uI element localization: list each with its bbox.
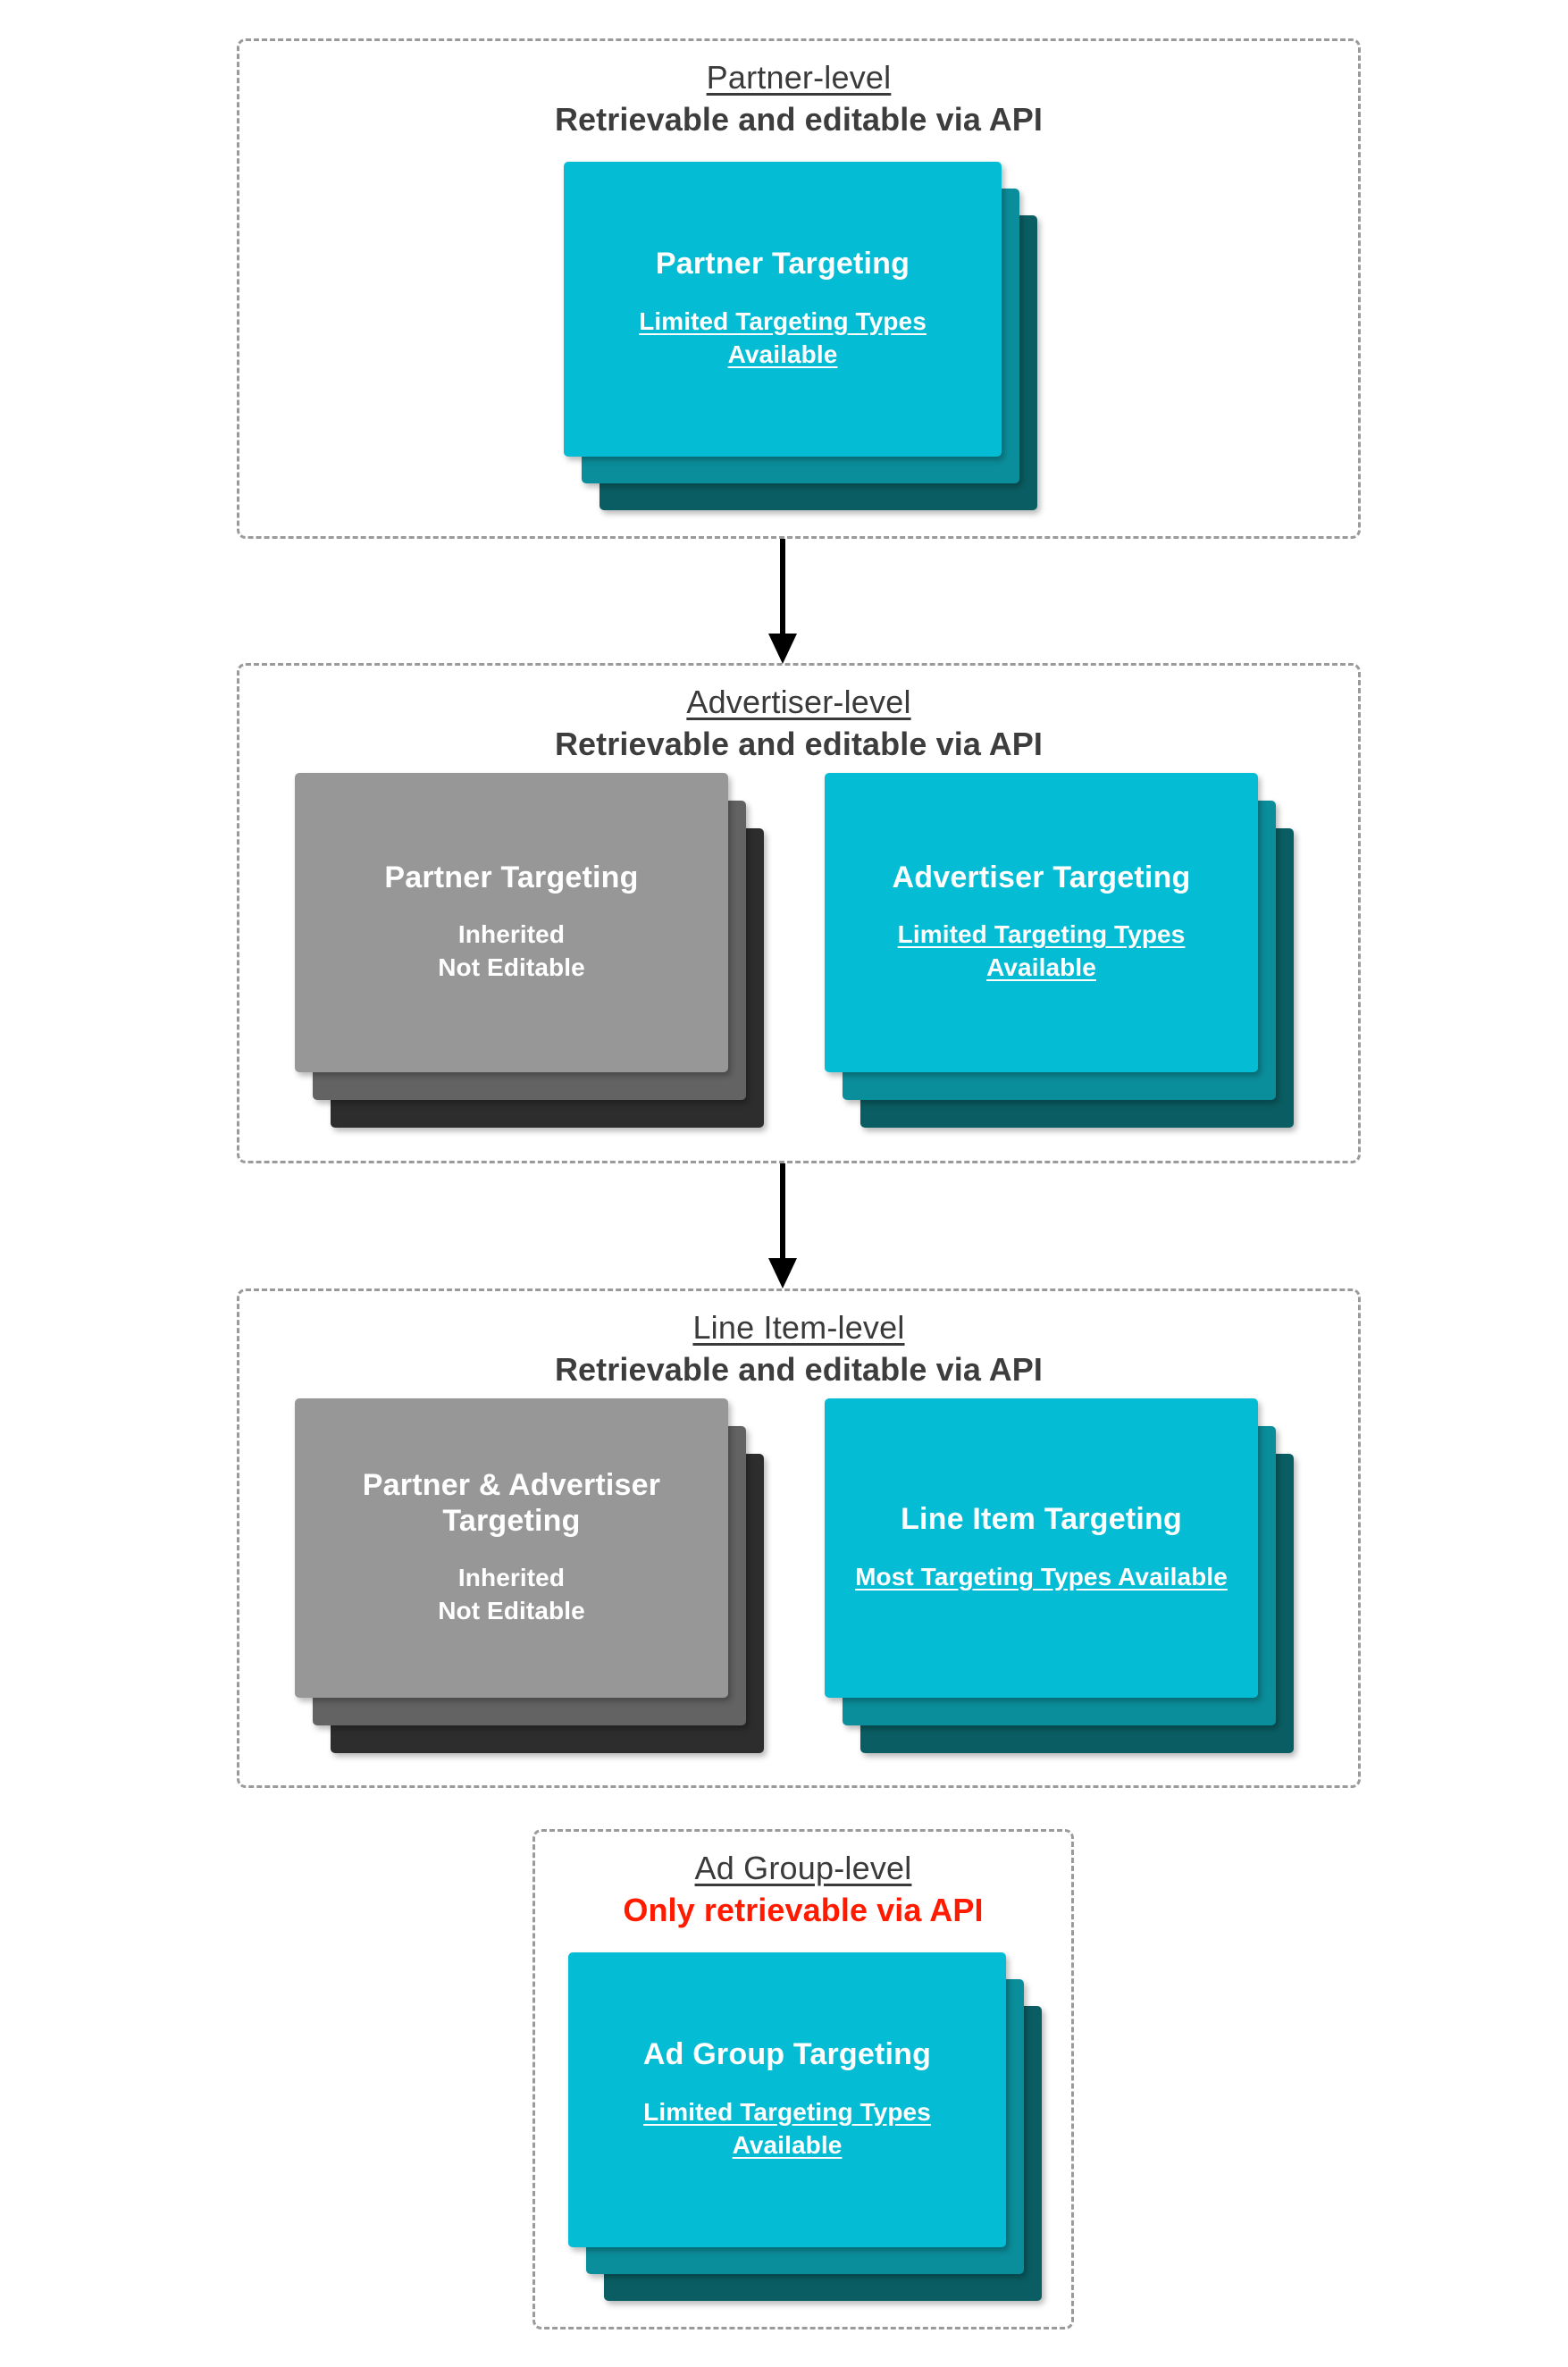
- card-stack-inherited-partner-targeting: Partner Targeting Inherited Not Editable: [295, 773, 768, 1130]
- arrow-partner-to-advertiser: [765, 539, 801, 664]
- card-note: Limited Targeting Types Available: [643, 2097, 931, 2159]
- card-title: Ad Group Targeting: [642, 2037, 932, 2072]
- arrow-advertiser-to-line-item: [765, 1163, 801, 1288]
- card-ad-group-targeting[interactable]: Ad Group Targeting Limited Targeting Typ…: [568, 1952, 1006, 2247]
- level-heading-line-item: Line Item-level Retrievable and editable…: [239, 1309, 1358, 1389]
- level-title: Advertiser-level: [686, 684, 911, 720]
- level-container-ad-group: Ad Group-level Only retrievable via API …: [532, 1829, 1074, 2329]
- card-stack-line-item-targeting: Line Item Targeting Most Targeting Types…: [825, 1398, 1298, 1756]
- card-note: Most Targeting Types Available: [855, 1562, 1228, 1591]
- card-stack-advertiser-targeting: Advertiser Targeting Limited Targeting T…: [825, 773, 1298, 1130]
- card-title: Partner Targeting: [384, 860, 639, 894]
- level-heading-advertiser: Advertiser-level Retrievable and editabl…: [239, 684, 1358, 764]
- level-subtitle: Retrievable and editable via API: [554, 101, 1044, 138]
- card-partner-targeting[interactable]: Partner Targeting Limited Targeting Type…: [564, 162, 1002, 457]
- card-inherited-partner-targeting[interactable]: Partner Targeting Inherited Not Editable: [295, 773, 728, 1072]
- level-subtitle: Retrievable and editable via API: [554, 1351, 1044, 1389]
- level-container-line-item: Line Item-level Retrievable and editable…: [237, 1288, 1361, 1788]
- card-inherited-partner-advertiser-targeting[interactable]: Partner & Advertiser Targeting Inherited…: [295, 1398, 728, 1698]
- level-title: Partner-level: [706, 59, 892, 96]
- card-title: Line Item Targeting: [901, 1502, 1182, 1537]
- card-note: Inherited Not Editable: [438, 1563, 585, 1624]
- level-container-partner: Partner-level Retrievable and editable v…: [237, 38, 1361, 539]
- card-line-item-targeting[interactable]: Line Item Targeting Most Targeting Types…: [825, 1398, 1258, 1698]
- level-title: Line Item-level: [692, 1309, 905, 1346]
- card-title: Partner & Advertiser Targeting: [362, 1468, 661, 1538]
- card-note: Limited Targeting Types Available: [897, 920, 1186, 982]
- level-title: Ad Group-level: [694, 1850, 912, 1886]
- card-stack-inherited-partner-advertiser-targeting: Partner & Advertiser Targeting Inherited…: [295, 1398, 768, 1756]
- level-heading-ad-group: Ad Group-level Only retrievable via API: [535, 1850, 1071, 1930]
- level-heading-partner: Partner-level Retrievable and editable v…: [239, 59, 1358, 139]
- card-title: Advertiser Targeting: [892, 860, 1191, 894]
- level-subtitle: Only retrievable via API: [623, 1892, 984, 1929]
- level-subtitle: Retrievable and editable via API: [554, 726, 1044, 763]
- card-title: Partner Targeting: [655, 247, 910, 281]
- card-stack-partner-targeting: Partner Targeting Limited Targeting Type…: [564, 162, 1037, 510]
- card-stack-ad-group-targeting: Ad Group Targeting Limited Targeting Typ…: [568, 1952, 1042, 2301]
- card-note: Inherited Not Editable: [438, 920, 585, 982]
- card-advertiser-targeting[interactable]: Advertiser Targeting Limited Targeting T…: [825, 773, 1258, 1072]
- card-note: Limited Targeting Types Available: [639, 306, 927, 368]
- level-container-advertiser: Advertiser-level Retrievable and editabl…: [237, 663, 1361, 1163]
